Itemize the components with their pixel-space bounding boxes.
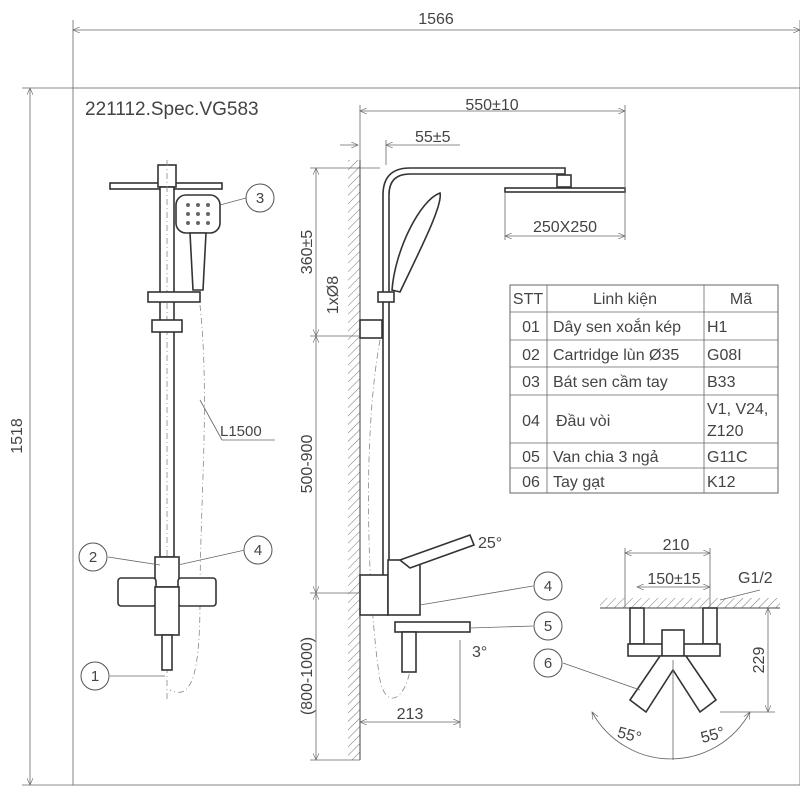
spout-length-label: 213 <box>397 706 424 723</box>
hose-length-label: L1500 <box>220 423 262 440</box>
frame <box>72 87 800 786</box>
header-stt: STT <box>513 291 543 308</box>
row-name: Dây sen xoắn kép <box>553 317 681 336</box>
header-name: Linh kiện <box>593 291 657 308</box>
row-code: G11C <box>707 449 748 466</box>
row-stt: 02 <box>522 347 540 364</box>
row-name: Đầu vòi <box>556 413 610 430</box>
overall-width-dimension: 1566 <box>73 11 800 88</box>
wall-offset-label: 55±5 <box>415 129 451 146</box>
row-code: K12 <box>707 474 736 491</box>
side-view: 550±10 55±5 250X250 360±5 1xØ8 500-900 (… <box>299 97 626 760</box>
arm-length-label: 550±10 <box>465 97 518 114</box>
row-code: B33 <box>707 374 736 391</box>
centers-label: 150±15 <box>647 571 700 588</box>
callout-6: 6 <box>544 655 552 672</box>
width-label: 1566 <box>418 11 454 28</box>
row-stt: 05 <box>522 449 540 466</box>
valve-height-label: (800-1000) <box>299 637 316 715</box>
row-code: G08I <box>707 347 742 364</box>
row-stt: 01 <box>522 319 540 336</box>
valve-depth-label: 229 <box>751 647 768 674</box>
adjust-range-label: 500-900 <box>299 435 316 494</box>
callout-2: 2 <box>89 549 97 566</box>
row-stt: 04 <box>522 413 540 430</box>
callout-4-side: 4 <box>544 578 552 595</box>
callout-4: 4 <box>254 542 262 559</box>
row-code: V1, V24, <box>707 401 768 418</box>
callouts: 1 2 3 4 4 5 6 <box>78 183 641 691</box>
row-name: Van chia 3 ngả <box>553 449 659 466</box>
row-name: Cartridge lùn Ø35 <box>553 347 679 364</box>
centers-outer-label: 210 <box>663 537 690 554</box>
height-label: 1518 <box>9 418 26 454</box>
callout-3: 3 <box>256 190 264 207</box>
header-code: Mã <box>730 291 752 308</box>
spout-angle-label: 3° <box>472 644 487 661</box>
overall-height-dimension: 1518 <box>9 88 73 785</box>
front-view: L1500 <box>109 160 275 700</box>
swing-right-label: 55° <box>699 724 727 747</box>
callout-1: 1 <box>91 668 99 685</box>
top-view: 210 150±15 G1/2 229 55° 55° <box>592 537 780 760</box>
row-code: H1 <box>707 319 728 336</box>
row-stt: 06 <box>522 474 540 491</box>
callout-5: 5 <box>544 618 552 635</box>
thread-label: G1/2 <box>738 570 773 587</box>
row-stt: 03 <box>522 374 540 391</box>
drawing-title: 221112.Spec.VG583 <box>85 99 259 120</box>
row-code-line2: Z120 <box>707 423 744 440</box>
parts-table: STT Linh kiện Mã 01 Dây sen xoắn kép H1 … <box>509 284 779 494</box>
head-size-label: 250X250 <box>533 219 597 236</box>
head-height-label: 360±5 <box>299 230 316 274</box>
swing-left-label: 55° <box>615 724 643 747</box>
row-name: Bát sen cầm tay <box>553 374 668 391</box>
row-name: Tay gạt <box>553 474 605 491</box>
lever-angle-label: 25° <box>478 535 502 552</box>
anchor-label: 1xØ8 <box>325 276 342 314</box>
